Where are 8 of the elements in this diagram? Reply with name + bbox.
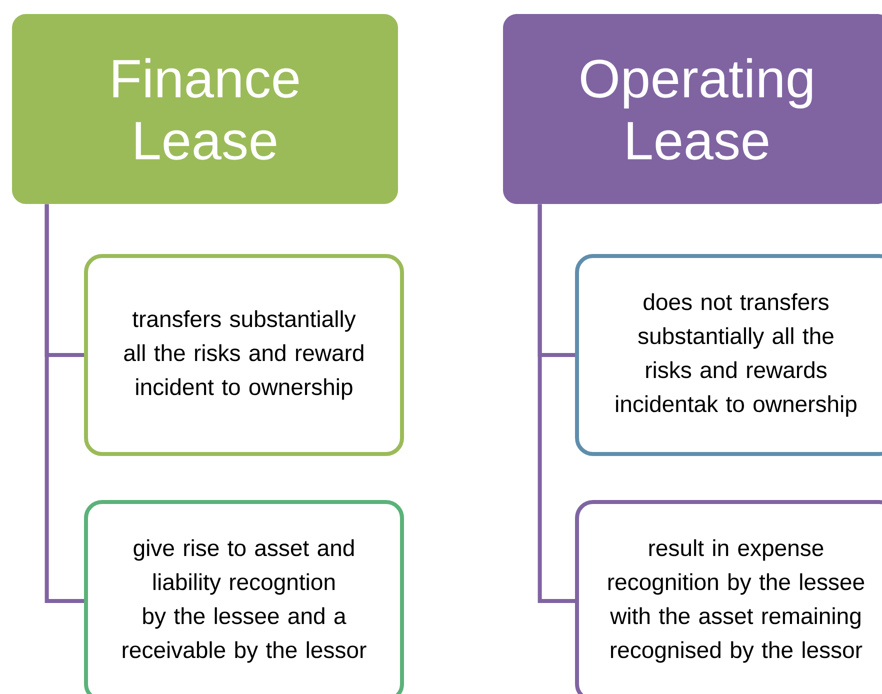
heading-box: Finance Lease	[12, 14, 398, 204]
text-box: does not transfers substantially all the risks and rewards incidentak to ownership	[575, 254, 882, 456]
connector-line	[538, 204, 575, 603]
connector-line	[44, 204, 84, 603]
text-box: result in expense recognition by the lessee with the asset remaining recognised by the lessor	[575, 500, 882, 694]
text-box: give rise to asset and liability recogntion by the lessee and a receivable by the lessor	[84, 500, 404, 694]
heading-box: Operating Lease	[503, 14, 882, 204]
text-box: transfers substantially all the risks and reward incident to ownership	[84, 254, 404, 456]
